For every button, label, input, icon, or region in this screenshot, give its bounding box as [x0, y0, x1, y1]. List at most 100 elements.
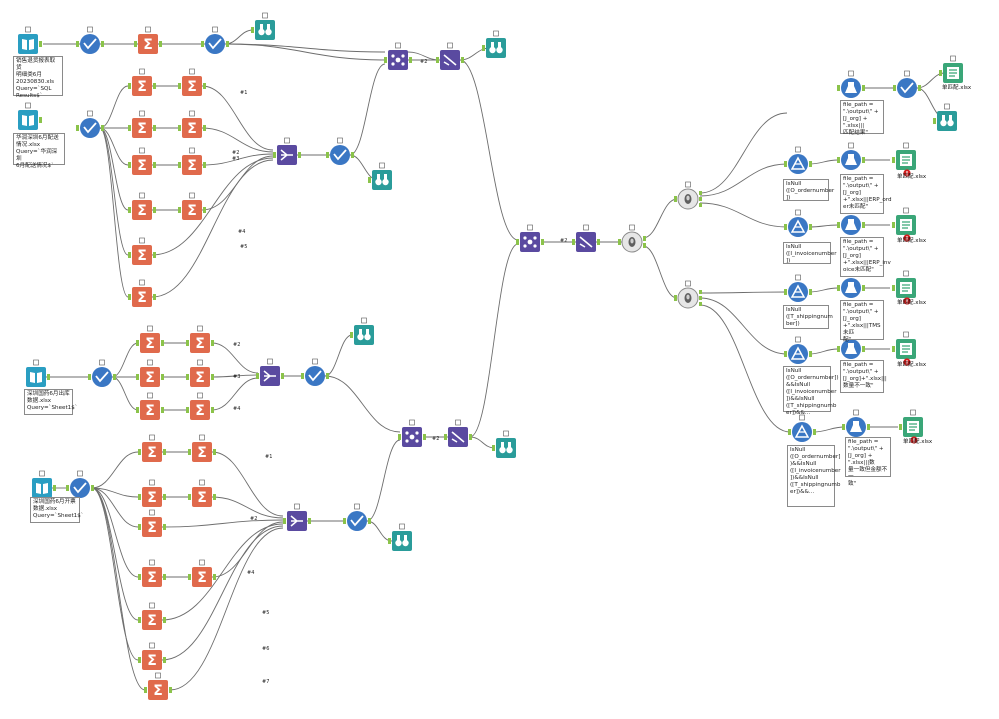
- filter-tool-order-null[interactable]: [784, 146, 812, 174]
- input-tool-invoice[interactable]: [32, 470, 56, 498]
- summarize-tool-16[interactable]: Σ: [138, 642, 166, 670]
- summarize-tool-11b[interactable]: Σ: [188, 434, 216, 462]
- summarize-tool-5b[interactable]: Σ: [178, 192, 206, 220]
- svg-text:Σ: Σ: [187, 121, 197, 137]
- filter-tool-shipping-null[interactable]: [784, 274, 812, 302]
- output-tool-5[interactable]: !: [892, 331, 916, 367]
- summarize-tool-8a[interactable]: Σ: [136, 325, 164, 353]
- connection-wire: [699, 291, 788, 294]
- sample-tool-2[interactable]: [674, 280, 702, 309]
- svg-text:Σ: Σ: [187, 203, 197, 219]
- join-tool-2[interactable]: [398, 419, 426, 447]
- svg-text:!: !: [906, 171, 909, 178]
- summarize-tool-11a[interactable]: Σ: [138, 434, 166, 462]
- summarize-tool-2b[interactable]: Σ: [178, 68, 206, 96]
- summarize-tool-10b[interactable]: Σ: [186, 392, 214, 420]
- select-tool-main[interactable]: [572, 224, 600, 252]
- filter-tool-all-null-1[interactable]: [784, 336, 812, 364]
- join-tool-main[interactable]: [516, 224, 544, 252]
- filter-tool-3[interactable]: [76, 110, 104, 138]
- output-tool-3[interactable]: !: [892, 207, 916, 243]
- summarize-tool-5a[interactable]: Σ: [128, 192, 156, 220]
- sample-tool-main[interactable]: [618, 224, 646, 253]
- summarize-tool-17[interactable]: Σ: [144, 672, 172, 700]
- summarize-tool-4b[interactable]: Σ: [178, 147, 206, 175]
- formula-tool-5[interactable]: [842, 409, 870, 437]
- filter-tool-4[interactable]: [326, 137, 354, 165]
- browse-tool-2[interactable]: [368, 162, 392, 190]
- summarize-tool-1[interactable]: Σ: [134, 26, 162, 54]
- svg-text:Σ: Σ: [147, 653, 157, 669]
- input-annotation-cr-shenzhen: 华润深圳6月配送 情况.xlsx Query=`华润深圳 6月配送情况$`: [13, 133, 65, 169]
- connection-wire: [808, 348, 839, 355]
- filter-tool-invoice-null[interactable]: [784, 209, 812, 237]
- formula-tool-1[interactable]: [837, 142, 865, 170]
- summarize-tool-10a[interactable]: Σ: [136, 392, 164, 420]
- svg-text:Σ: Σ: [137, 79, 147, 95]
- output-tool-4[interactable]: !: [892, 270, 916, 306]
- filter-annotation-all-null-1: IsNull ([O_ordernumber]) &&IsNull ([I_in…: [783, 366, 839, 416]
- summarize-tool-12b[interactable]: Σ: [188, 479, 216, 507]
- browse-tool-5[interactable]: [388, 523, 412, 551]
- summarize-tool-13[interactable]: Σ: [138, 509, 166, 537]
- summarize-tool-3b[interactable]: Σ: [178, 110, 206, 138]
- connection-wire: [201, 85, 274, 151]
- filter-tool-1[interactable]: [76, 26, 104, 54]
- formula-tool-top[interactable]: [837, 70, 865, 98]
- filter-tool-5[interactable]: [88, 359, 116, 387]
- svg-text:Σ: Σ: [195, 403, 205, 419]
- input-tool-outbound[interactable]: [26, 359, 50, 387]
- connection-wire: [459, 47, 491, 61]
- connection-wire: [224, 29, 254, 45]
- output-tool-6[interactable]: !: [899, 409, 923, 445]
- summarize-tool-15[interactable]: Σ: [138, 602, 166, 630]
- summarize-tool-9b[interactable]: Σ: [186, 359, 214, 387]
- input-tool-cr-shenzhen[interactable]: [18, 102, 42, 130]
- output-label-4: 单匹配.xlsx: [897, 300, 927, 306]
- connection-label: #6: [262, 646, 269, 652]
- svg-text:Σ: Σ: [137, 290, 147, 306]
- join-multiple-tool-2[interactable]: [256, 358, 284, 386]
- connection-wire: [808, 287, 839, 293]
- summarize-tool-4a[interactable]: Σ: [128, 147, 156, 175]
- browse-tool-6[interactable]: [492, 430, 516, 458]
- join-multiple-tool-1[interactable]: [273, 137, 301, 165]
- summarize-tool-3a[interactable]: Σ: [128, 110, 156, 138]
- connection-label: #2: [233, 342, 240, 348]
- summarize-tool-8b[interactable]: Σ: [186, 325, 214, 353]
- filter-tool-top[interactable]: [893, 70, 921, 98]
- output-tool-1[interactable]: [939, 55, 963, 83]
- connection-wire: [211, 451, 284, 517]
- summarize-tool-7[interactable]: Σ: [128, 279, 156, 307]
- connection-wire: [469, 243, 519, 438]
- connection-wire: [224, 43, 386, 61]
- input-tool-sales-returns[interactable]: [18, 26, 42, 54]
- join-multiple-tool-3[interactable]: [283, 503, 311, 531]
- browse-tool-7[interactable]: [933, 103, 957, 131]
- filter-tool-all-null-2[interactable]: [788, 414, 816, 442]
- browse-tool-3[interactable]: [482, 30, 506, 58]
- select-tool-2[interactable]: [444, 419, 472, 447]
- summarize-tool-6[interactable]: Σ: [128, 237, 156, 265]
- svg-text:Σ: Σ: [195, 370, 205, 386]
- filter-tool-8[interactable]: [343, 503, 371, 531]
- sample-tool-1[interactable]: [674, 181, 702, 210]
- summarize-tool-2a[interactable]: Σ: [128, 68, 156, 96]
- select-tool-1[interactable]: [436, 42, 464, 70]
- summarize-tool-14a[interactable]: Σ: [138, 559, 166, 587]
- filter-tool-7[interactable]: [66, 470, 94, 498]
- connection-label: #2: [432, 436, 439, 442]
- summarize-tool-9a[interactable]: Σ: [136, 359, 164, 387]
- summarize-tool-12a[interactable]: Σ: [138, 479, 166, 507]
- browse-tool-1[interactable]: [251, 12, 275, 40]
- svg-text:Σ: Σ: [147, 520, 157, 536]
- join-tool-1[interactable]: [384, 42, 412, 70]
- browse-tool-4[interactable]: [350, 317, 374, 345]
- formula-tool-2[interactable]: [837, 207, 865, 235]
- filter-tool-6[interactable]: [301, 358, 329, 386]
- filter-tool-2[interactable]: [201, 26, 229, 54]
- output-tool-2[interactable]: !: [892, 142, 916, 178]
- summarize-tool-14b[interactable]: Σ: [188, 559, 216, 587]
